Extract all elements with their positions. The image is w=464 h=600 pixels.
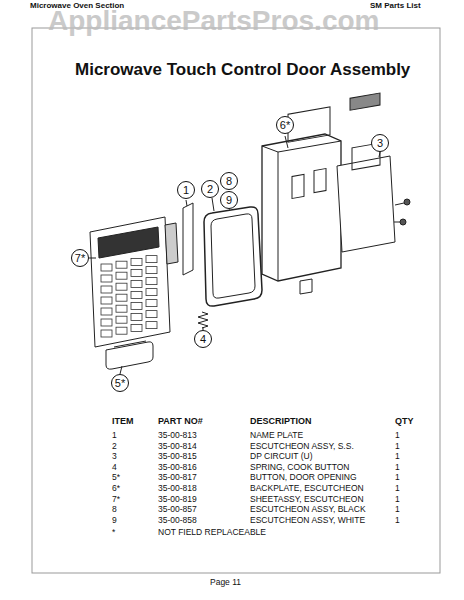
watermark: AppliancePartsPros.com — [48, 6, 379, 37]
table-text: 35-00-817 — [158, 473, 197, 482]
table-text: NAME PLATE — [250, 431, 303, 440]
table-text: 35-00-814 — [158, 442, 197, 451]
table-text: 35-00-813 — [158, 431, 197, 440]
display-window — [98, 227, 159, 258]
sheet-assy — [90, 217, 170, 347]
table-text: 9 — [112, 516, 117, 525]
escutcheon-assy — [204, 207, 262, 306]
escutcheon-inner — [211, 214, 255, 298]
table-text: 7* — [112, 495, 120, 504]
table-text: 4 — [112, 463, 117, 472]
table-text: * — [112, 528, 115, 537]
table-text: 5* — [112, 473, 120, 482]
door-button — [106, 342, 153, 369]
table-text: BUTTON, DOOR OPENING — [250, 473, 357, 482]
callout-number: 5* — [115, 378, 125, 389]
table-text: ESCUTCHEON ASSY, BLACK — [250, 505, 366, 514]
table-text: 35-00-816 — [158, 463, 197, 472]
screw — [404, 199, 410, 205]
table-text: DESCRIPTION — [250, 417, 312, 427]
callout-circle: 6* — [276, 116, 294, 134]
callout-number: 6* — [280, 120, 290, 131]
table-text: 1 — [395, 442, 400, 451]
table-text: 1 — [395, 484, 400, 493]
callout-circle: 8 — [220, 172, 238, 190]
name-plate — [183, 203, 193, 275]
callout-number: 7* — [75, 253, 85, 264]
table-text: 2 — [112, 442, 117, 451]
table-text: 3 — [112, 452, 117, 461]
callout-number: 9 — [226, 195, 232, 206]
callout-circle: 7* — [71, 249, 89, 267]
table-text: 1 — [395, 431, 400, 440]
table-text: Page 11 — [210, 578, 241, 587]
callout-number: 1 — [183, 185, 189, 196]
callout-circle: 1 — [177, 181, 195, 199]
callout-circle: 2 — [201, 180, 219, 198]
table-text: 35-00-857 — [158, 505, 197, 514]
table-text: DP CIRCUIT (U) — [250, 452, 313, 461]
table-text: ESCUTCHEON ASSY, S.S. — [250, 442, 354, 451]
table-text: 35-00-819 — [158, 495, 197, 504]
dp-circuit — [337, 156, 395, 252]
table-text: NOT FIELD REPLACEABLE — [158, 528, 266, 537]
page-header: Microwave Oven Section — [30, 2, 124, 11]
page-header: SM Parts List — [370, 2, 421, 11]
spring — [198, 312, 208, 328]
callout-circle: 3 — [371, 134, 389, 152]
backplate-slot — [288, 107, 330, 142]
table-text: 35-00-818 — [158, 484, 197, 493]
screw — [400, 219, 406, 225]
page-frame — [32, 28, 440, 573]
table-text: 35-00-858 — [158, 516, 197, 525]
table-text: SPRING, COOK BUTTON — [250, 463, 350, 472]
table-text: 1 — [395, 452, 400, 461]
table-text: PART NO# — [158, 417, 203, 427]
diagram-title: Microwave Touch Control Door Assembly — [75, 60, 410, 80]
table-text: 1 — [112, 431, 117, 440]
callout-circle: 9 — [220, 191, 238, 209]
table-text: SHEETASSY, ESCUTCHEON — [250, 495, 364, 504]
sheet-tail — [165, 223, 178, 264]
table-text: 6* — [112, 484, 120, 493]
table-text: QTY — [395, 417, 414, 427]
callout-circle: 4 — [194, 330, 212, 348]
backplate — [262, 134, 341, 281]
table-text: 8 — [112, 505, 117, 514]
callout-number: 8 — [226, 176, 232, 187]
table-text: 1 — [395, 495, 400, 504]
table-text: 1 — [395, 463, 400, 472]
table-text: 1 — [395, 505, 400, 514]
callout-number: 2 — [207, 184, 213, 195]
table-text: ITEM — [112, 417, 134, 427]
table-text: ESCUTCHEON ASSY, WHITE — [250, 516, 365, 525]
connector — [350, 93, 380, 110]
callout-number: 4 — [200, 334, 206, 345]
table-text: 1 — [395, 516, 400, 525]
keypad-keys — [101, 256, 157, 337]
table-text: 1 — [395, 473, 400, 482]
table-text: 35-00-815 — [158, 452, 197, 461]
table-text: BACKPLATE, ESCUTCHEON — [250, 484, 364, 493]
callout-circle: 5* — [111, 374, 129, 392]
callout-number: 3 — [377, 138, 383, 149]
